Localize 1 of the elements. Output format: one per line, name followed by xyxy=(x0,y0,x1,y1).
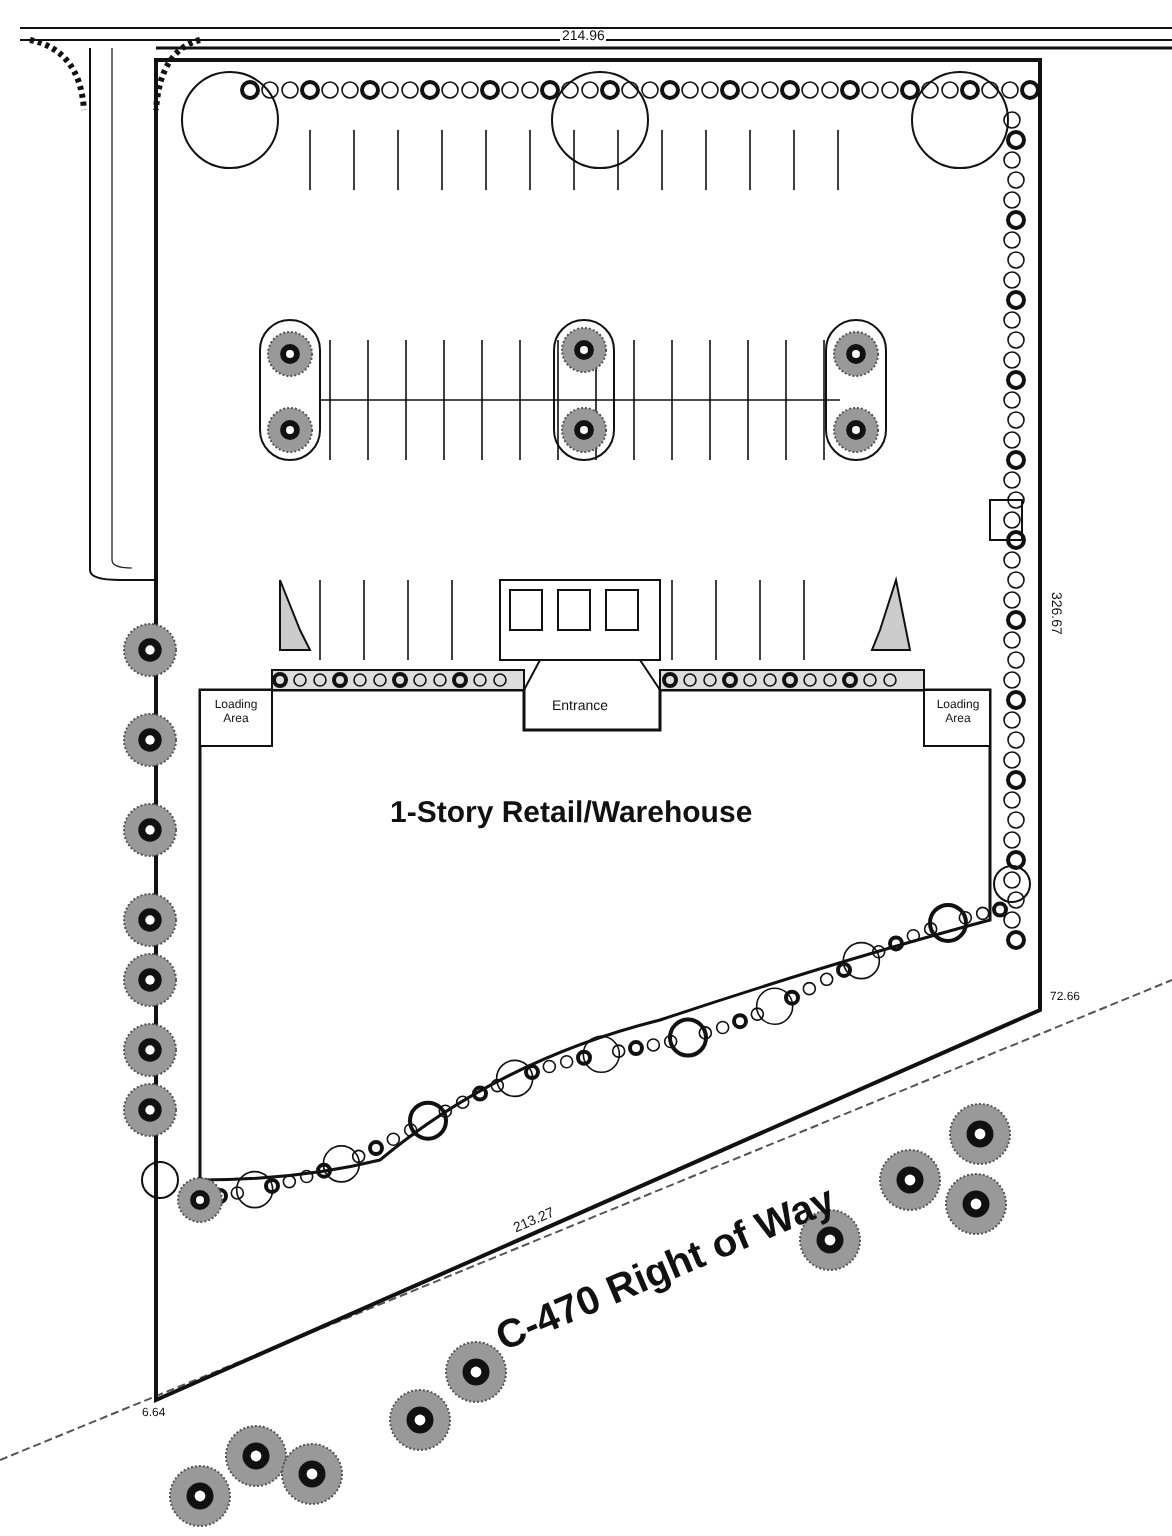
building-label: 1-Story Retail/Warehouse xyxy=(390,796,753,830)
